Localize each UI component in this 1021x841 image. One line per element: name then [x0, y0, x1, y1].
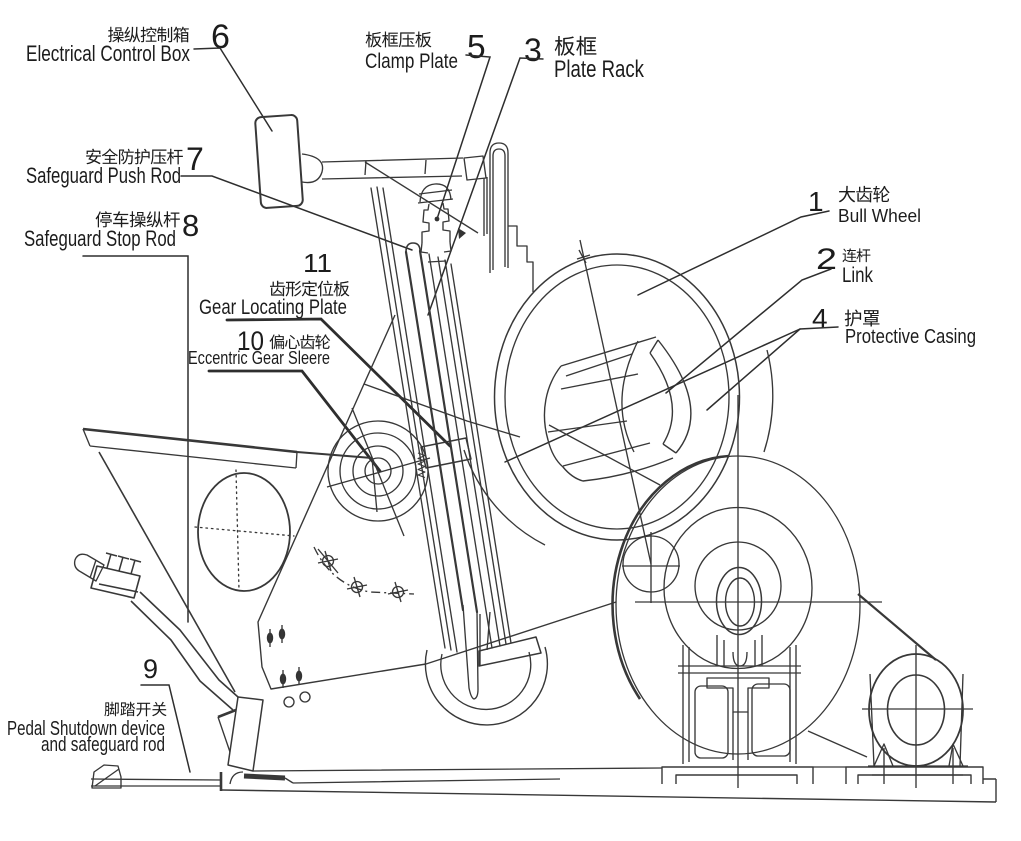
svg-text:Safeguard Push Rod: Safeguard Push Rod [26, 163, 181, 188]
svg-text:Pedal Shutdown device: Pedal Shutdown device [7, 718, 165, 740]
svg-text:Electrical Control Box: Electrical Control Box [26, 41, 190, 66]
svg-text:8: 8 [182, 208, 199, 243]
svg-text:Plate Rack: Plate Rack [554, 56, 645, 83]
svg-text:10: 10 [237, 326, 264, 356]
svg-text:1: 1 [808, 186, 824, 217]
svg-text:11: 11 [303, 250, 332, 278]
svg-text:and safeguard rod: and safeguard rod [41, 734, 165, 756]
svg-text:Gear Locating Plate: Gear Locating Plate [199, 296, 347, 319]
svg-text:6: 6 [211, 18, 230, 56]
svg-text:3: 3 [524, 32, 542, 68]
svg-text:2: 2 [816, 243, 837, 276]
svg-text:7: 7 [186, 141, 204, 177]
svg-text:Link: Link [842, 264, 873, 287]
svg-text:9: 9 [143, 654, 158, 684]
svg-text:Protective Casing: Protective Casing [845, 326, 976, 348]
svg-text:Clamp Plate: Clamp Plate [365, 49, 458, 73]
svg-text:Bull Wheel: Bull Wheel [838, 205, 921, 226]
svg-text:Safeguard Stop Rod: Safeguard Stop Rod [24, 226, 176, 251]
svg-text:5: 5 [467, 29, 486, 66]
svg-text:4: 4 [812, 303, 828, 334]
svg-text:Eccentric Gear Sleere: Eccentric Gear Sleere [188, 347, 330, 368]
